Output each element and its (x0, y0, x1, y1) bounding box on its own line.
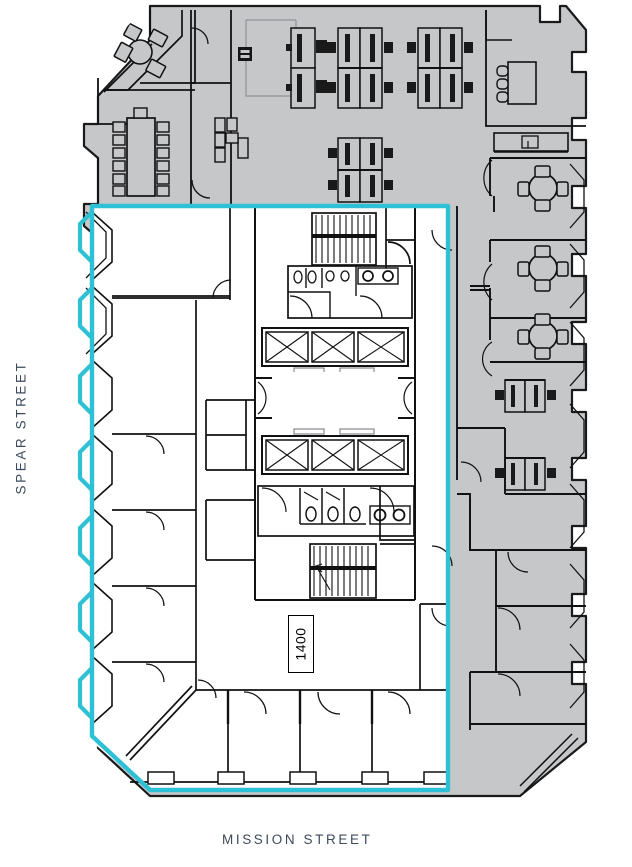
restroom-north (287, 265, 413, 319)
toilet-fixtures (293, 270, 350, 284)
restroom-stall-walls (288, 266, 357, 318)
workstation-cluster-d (328, 137, 393, 203)
stair-north (311, 212, 377, 266)
lounge-seating-group (214, 117, 249, 163)
sink-fixtures (357, 267, 399, 285)
conference-table-group (112, 107, 170, 197)
workstation-cluster-a (286, 27, 327, 109)
elevator-bank-south (261, 428, 409, 475)
west-bay-windows (91, 211, 113, 725)
elevator-lobby (255, 372, 415, 430)
south-window-mullions (147, 771, 449, 785)
wc-stalls (299, 488, 366, 525)
southeast-door-swings (460, 461, 529, 697)
building-core-walls (254, 206, 416, 601)
workstation-cluster-b (327, 27, 393, 109)
east-bay-window-lines (569, 163, 585, 709)
street-label-mission: MISSION STREET (222, 832, 373, 847)
wc-sinks (369, 505, 411, 525)
north-corridor-walls (190, 10, 232, 205)
restroom-south (257, 485, 415, 537)
stair-south (309, 543, 377, 599)
workstation-cluster-e (495, 379, 556, 413)
wc-toilets (305, 506, 361, 522)
round-table-2 (517, 245, 569, 292)
kitchenette-counter (493, 132, 569, 153)
street-label-spear: SPEAR STREET (13, 360, 29, 495)
northwest-round-table-group (113, 23, 169, 79)
round-table-3 (517, 313, 569, 360)
available-suite-highlight-west-bays (77, 210, 94, 720)
southeast-chamfer (519, 733, 579, 793)
suite-door-leaves (226, 690, 374, 724)
suite-number-badge[interactable]: 1400 (288, 615, 314, 673)
east-corridor-wall (456, 206, 490, 480)
core-service-rooms (379, 206, 415, 545)
east-meeting-rooms (482, 157, 586, 377)
west-perimeter-detail (85, 211, 107, 355)
round-table-1 (517, 165, 569, 212)
southeast-room-walls (457, 427, 586, 730)
workstation-cluster-f (495, 457, 556, 491)
northeast-corner-room (485, 10, 586, 127)
suite-number-label: 1400 (293, 627, 309, 661)
workstation-cluster-c (407, 27, 473, 109)
available-suite-highlight (89, 203, 451, 793)
elevator-bank-north (261, 327, 409, 374)
copier-icon (238, 47, 252, 61)
north-corridor-doors (191, 27, 211, 199)
